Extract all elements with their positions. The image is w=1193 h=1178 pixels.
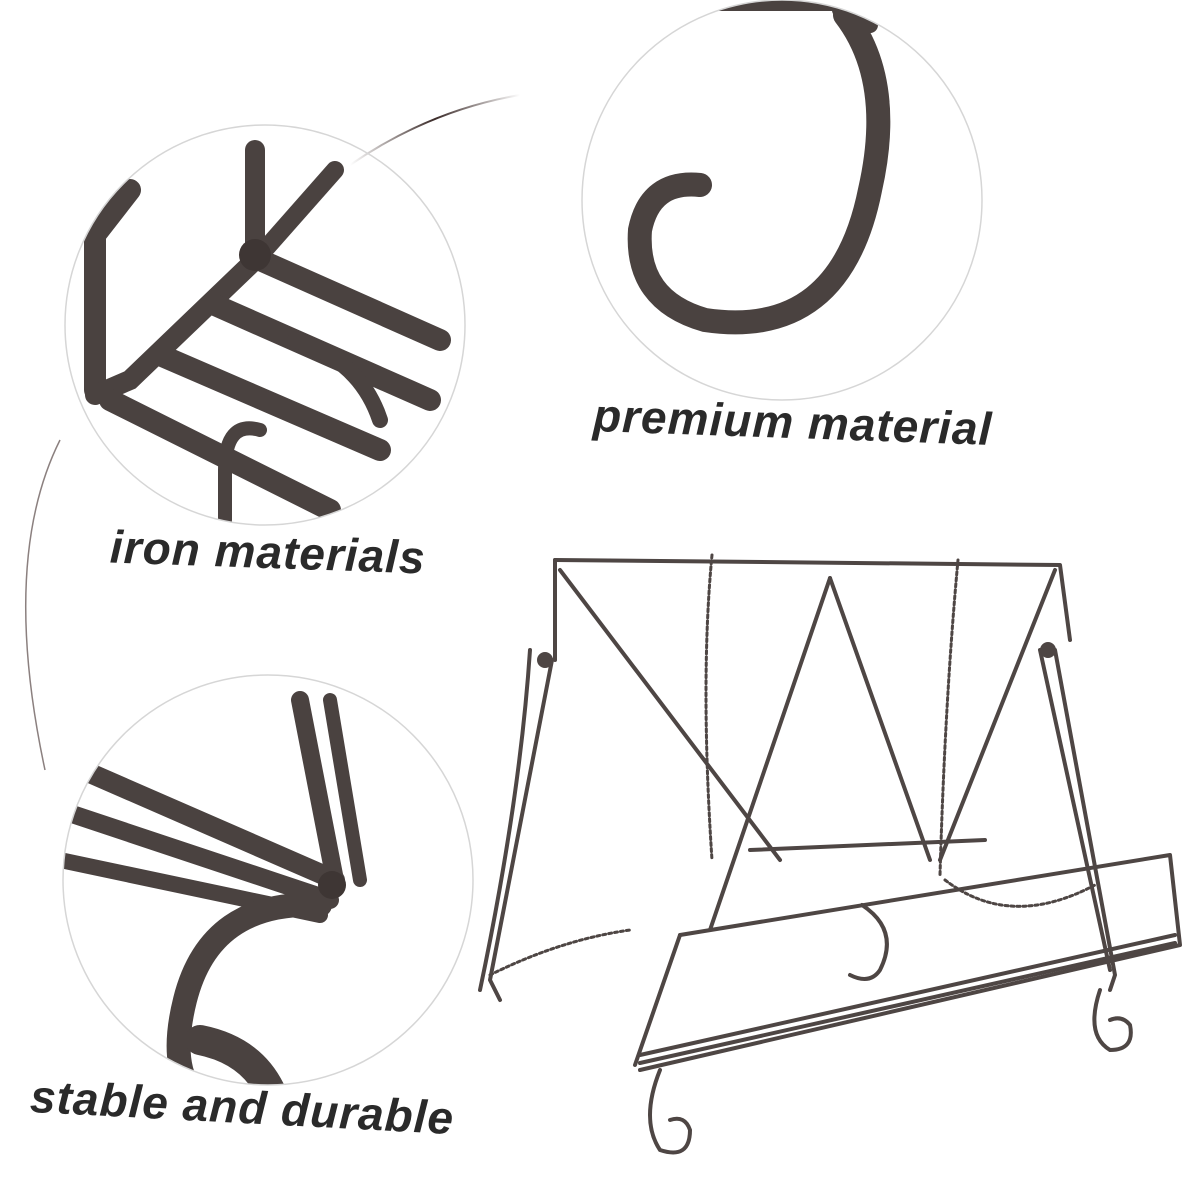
closeup-circle-stable: [63, 691, 367, 1085]
circle-outline-premium: [581, 0, 983, 401]
closeup-circle-premium: [627, 0, 891, 335]
product-stand: [478, 553, 1182, 1155]
label-iron-materials: iron materials: [109, 520, 427, 584]
decor-arc-left: [24, 439, 61, 771]
closeup-circle-iron: [84, 140, 451, 525]
decor-arc-top: [349, 94, 521, 166]
circle-outline-iron: [64, 124, 466, 526]
circle-outline-stable: [62, 674, 474, 1086]
